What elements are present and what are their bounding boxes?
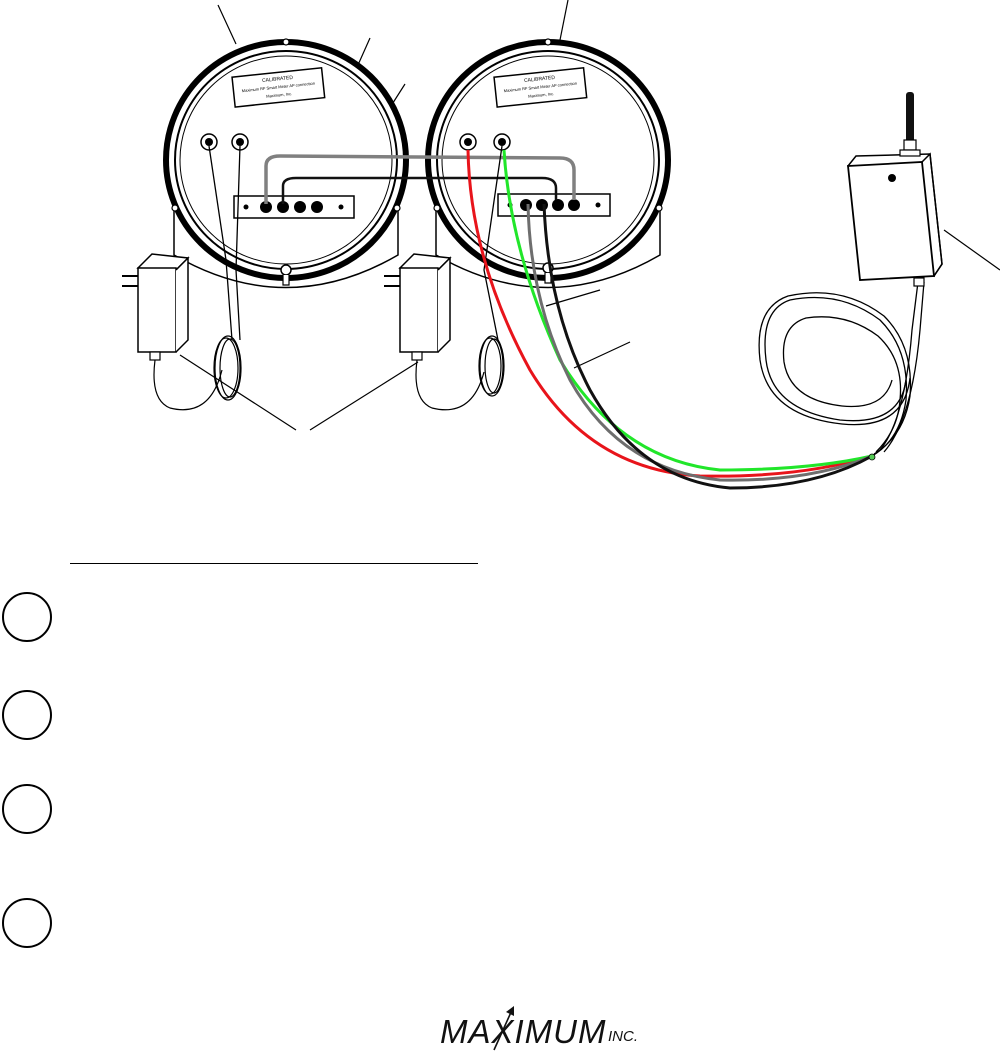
leader-line (943, 229, 1000, 271)
leader-line (573, 341, 631, 369)
leader-line (545, 289, 601, 307)
maximum-logo: MAXIMUM INC. (440, 1000, 680, 1054)
wiring-diagram: CALIBRATED Maximum RF Smart Meter AP con… (122, 0, 1000, 490)
wire-gray (526, 203, 873, 482)
section-divider (70, 563, 478, 564)
meter-label-line1: CALIBRATED (262, 75, 294, 84)
power-adapter-right (384, 253, 452, 361)
step-3-marker (2, 784, 52, 834)
logo-suffix: INC. (608, 1028, 638, 1045)
leader-line (179, 354, 297, 431)
cable-coil-left (213, 335, 242, 401)
meter-left: CALIBRATED Maximum RF Smart Meter AP con… (166, 39, 406, 288)
antenna-icon (899, 92, 921, 157)
step-4-marker (2, 898, 52, 948)
logo-wordmark: MAXIMUM (440, 1013, 607, 1050)
leader-line (559, 0, 569, 41)
leader-line (217, 4, 237, 45)
terminal-icon (459, 133, 477, 151)
wireless-transmitter (847, 152, 943, 287)
meter-right: CALIBRATED Maximum RF Smart Meter AP con… (428, 39, 668, 288)
leader-line (309, 361, 419, 431)
terminal-icon (493, 133, 511, 151)
meter-label-line1: CALIBRATED (524, 75, 556, 84)
meter-label-line3: Maximum, Inc. (266, 91, 292, 99)
jumper-wire-gray (264, 154, 576, 204)
step-1-marker (2, 592, 52, 642)
step-2-marker (2, 690, 52, 740)
wire-green (502, 149, 873, 472)
power-adapter-left (122, 253, 190, 361)
wire-red (466, 149, 873, 478)
meter-label-line3: Maximum, Inc. (528, 91, 554, 99)
jumper-wire-black (281, 176, 558, 204)
cable-coil-right (478, 335, 505, 397)
device-cable-coil (758, 281, 925, 457)
logo-arrow-icon (493, 1006, 514, 1051)
wire-black (542, 203, 873, 490)
